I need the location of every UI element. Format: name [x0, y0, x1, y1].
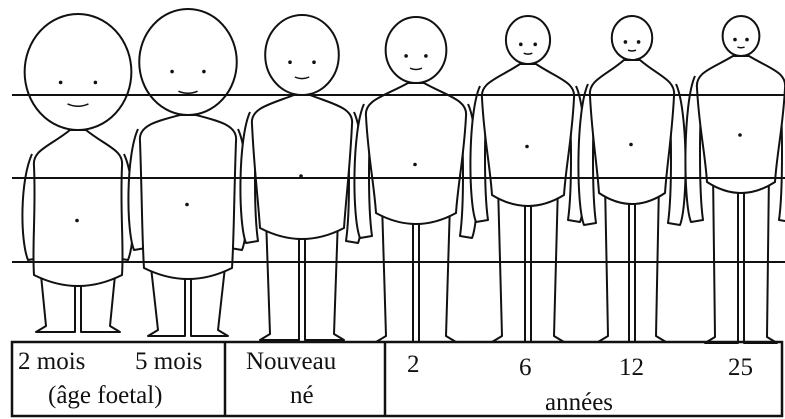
eye-left: [519, 43, 523, 47]
leg-right: [744, 172, 777, 343]
eye-left: [170, 70, 174, 74]
eye-left: [404, 54, 408, 58]
eye-right: [533, 43, 537, 47]
navel: [75, 219, 79, 223]
label-newborn-line1: Nouveau: [246, 349, 336, 374]
torso: [482, 64, 574, 206]
torso: [366, 83, 466, 224]
label-2-months: 2 mois: [18, 349, 85, 374]
eye-right: [637, 40, 641, 44]
figure-fetal-2mo: [22, 14, 133, 332]
label-newborn-line2: né: [290, 383, 314, 408]
eye-left: [288, 60, 292, 64]
eye-left: [733, 38, 737, 42]
label-age-12: 12: [619, 355, 644, 380]
torso: [697, 56, 785, 193]
eye-left: [624, 40, 628, 44]
label-age-6: 6: [519, 355, 532, 380]
mouth: [737, 47, 744, 48]
label-fetal-age: (âge foetal): [48, 383, 163, 408]
eye-right: [424, 54, 428, 58]
eye-right: [745, 38, 749, 42]
figure-age-25: [685, 16, 785, 343]
navel: [738, 133, 742, 137]
eye-right: [94, 81, 98, 85]
navel: [185, 203, 189, 207]
label-age-2: 2: [407, 352, 420, 377]
navel: [413, 163, 417, 167]
torso: [140, 115, 236, 279]
navel: [525, 145, 529, 149]
mouth: [628, 50, 636, 51]
label-age-25: 25: [728, 355, 753, 380]
figure-fetal-5mo: [128, 9, 247, 336]
figure-age-2: [354, 17, 477, 342]
eye-right: [312, 60, 316, 64]
eye-left: [59, 81, 63, 85]
label-years: années: [545, 390, 613, 415]
eye-right: [202, 70, 206, 74]
navel: [629, 143, 633, 147]
leg-right: [531, 185, 564, 342]
label-5-months: 5 mois: [135, 349, 202, 374]
leg-left: [492, 185, 525, 342]
torso: [590, 60, 674, 204]
leg-left: [705, 172, 738, 343]
torso: [252, 95, 352, 239]
